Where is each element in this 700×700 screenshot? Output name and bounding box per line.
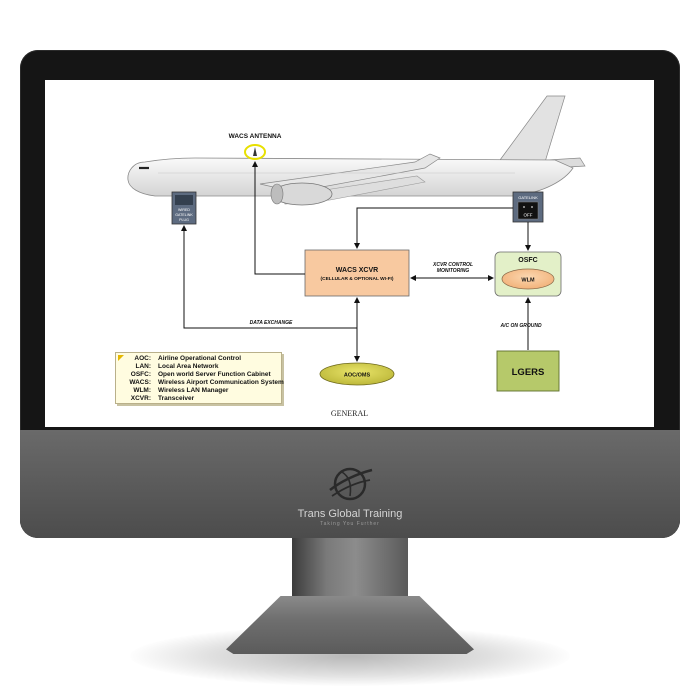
legend-abbr: OSFC: bbox=[130, 371, 151, 378]
data-exchange-label: DATA EXCHANGE bbox=[250, 320, 293, 326]
legend-row: LAN: Local Area Network bbox=[116, 363, 281, 371]
legend-abbr: AOC: bbox=[134, 355, 151, 362]
globe-logo-icon bbox=[329, 467, 373, 501]
legend-definition: Transceiver bbox=[158, 395, 195, 402]
gatelink-switch-title: GATELINK bbox=[518, 195, 538, 200]
legend-definition: Wireless Airport Communication System bbox=[158, 379, 284, 386]
aoc-oms-oval bbox=[319, 362, 395, 386]
antenna-connector bbox=[252, 161, 305, 275]
brand-tagline: Taking You Further bbox=[320, 521, 380, 527]
gatelink-switch-button bbox=[517, 201, 539, 220]
legend-definition: Wireless LAN Manager bbox=[158, 387, 229, 394]
legend-row: OSFC: Open world Server Function Cabinet bbox=[116, 371, 281, 379]
wired-gatelink-line-2: GATELINK bbox=[175, 213, 193, 217]
monitor-screen: WACS ANTENNA WIRED GATELINK PLUG GATELIN… bbox=[45, 80, 654, 427]
wacs-xcvr-box bbox=[304, 249, 410, 297]
legend-abbr: XCVR: bbox=[130, 395, 151, 402]
connectors bbox=[181, 161, 531, 362]
wired-gatelink-line-1: WIRED bbox=[178, 208, 190, 212]
wlm-label: WLM bbox=[521, 278, 535, 284]
xcvr-control-line-2: MONITORING bbox=[437, 268, 470, 274]
wlm-oval bbox=[501, 268, 555, 290]
aircraft bbox=[127, 95, 586, 206]
ac-on-ground-label: A/C ON GROUND bbox=[499, 323, 542, 329]
aoc-oms-label: AOC/OMS bbox=[344, 373, 371, 379]
monitor-stand-neck bbox=[292, 534, 408, 604]
legend-abbr: WACS: bbox=[129, 379, 151, 386]
brand-name: Trans Global Training bbox=[297, 508, 403, 520]
legend-row: XCVR: Transceiver bbox=[116, 395, 281, 403]
lgers-label: LGERS bbox=[512, 367, 545, 378]
gatelink-switch-state: OFF bbox=[524, 213, 533, 218]
legend-row: WLM: Wireless LAN Manager bbox=[116, 387, 281, 395]
legend-row: WACS: Wireless Airport Communication Sys… bbox=[116, 379, 284, 387]
xcvr-control-line-1: XCVR CONTROL bbox=[432, 262, 473, 268]
legend-corner-icon bbox=[118, 355, 124, 361]
wacs-xcvr-subtitle: (CELLULAR & OPTIONAL WI-FI) bbox=[321, 276, 394, 282]
diagram-footer-label: GENERAL bbox=[330, 409, 369, 418]
lgers-box bbox=[496, 350, 560, 392]
legend-definition: Local Area Network bbox=[158, 363, 219, 370]
legend-abbr: WLM: bbox=[133, 387, 151, 394]
legend-abbr: LAN: bbox=[135, 363, 151, 370]
antenna-highlight bbox=[244, 144, 266, 160]
monitor-stand-base bbox=[226, 596, 474, 654]
wired-gatelink-plug: WIRED GATELINK PLUG bbox=[171, 191, 197, 225]
gatelink-to-wacs-connector bbox=[354, 207, 513, 249]
data-exchange-connector bbox=[181, 225, 357, 329]
wacs-system-diagram: WACS ANTENNA WIRED GATELINK PLUG GATELIN… bbox=[127, 95, 586, 392]
osfc-title: OSFC bbox=[518, 257, 537, 264]
legend-definition: Open world Server Function Cabinet bbox=[158, 371, 271, 378]
wired-gatelink-line-3: PLUG bbox=[179, 218, 189, 222]
antenna-icon bbox=[253, 147, 257, 156]
abbreviation-legend: AOC: Airline Operational Control LAN: Lo… bbox=[115, 352, 284, 404]
antenna-label: WACS ANTENNA bbox=[229, 133, 282, 140]
wacs-xcvr-title: WACS XCVR bbox=[336, 267, 378, 274]
legend-definition: Airline Operational Control bbox=[158, 355, 242, 362]
legend-row: AOC: Airline Operational Control bbox=[116, 355, 281, 363]
gatelink-switch-panel: GATELINK OFF bbox=[512, 191, 544, 223]
